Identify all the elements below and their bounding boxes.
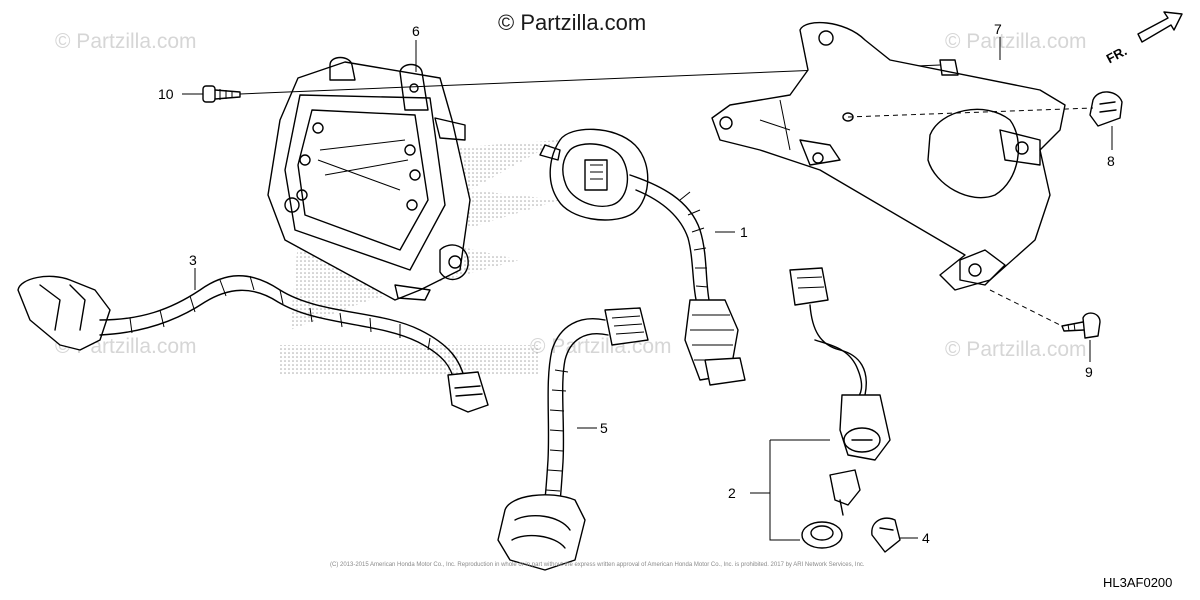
- part-7-meter-stay[interactable]: [711, 21, 1066, 291]
- callout-8: 8: [1107, 153, 1115, 169]
- part-4-key-cap[interactable]: [871, 517, 918, 553]
- part-9-bolt[interactable]: [989, 289, 1101, 362]
- watermark-tile: © Partzilla.com: [55, 30, 197, 53]
- part-8-clip-nut[interactable]: [842, 91, 1123, 150]
- part-1-socket-cord[interactable]: [539, 128, 746, 386]
- callout-2: 2: [728, 485, 736, 501]
- watermark-tile: © Partzilla.com: [945, 30, 1087, 53]
- callout-7: 7: [994, 21, 1002, 37]
- part-2-ignition-switch[interactable]: [750, 267, 891, 549]
- direction-label: FR.: [1104, 43, 1130, 66]
- diagram-code: HL3AF0200: [1103, 575, 1173, 590]
- callout-10: 10: [158, 86, 174, 102]
- front-direction-arrow: FR.: [1104, 11, 1183, 66]
- copyright-notice: (C) 2013-2015 American Honda Motor Co., …: [330, 562, 865, 568]
- callout-3: 3: [189, 252, 197, 268]
- callout-1: 1: [740, 224, 748, 240]
- part-5-harness[interactable]: [497, 307, 649, 571]
- watermark-tile: © Partzilla.com: [945, 338, 1087, 361]
- part-6-meter-housing[interactable]: [267, 56, 471, 301]
- callout-6: 6: [412, 23, 420, 39]
- callout-9: 9: [1085, 364, 1093, 380]
- part-3-harness[interactable]: [17, 268, 489, 413]
- callout-4: 4: [922, 530, 930, 546]
- callout-5: 5: [600, 420, 608, 436]
- watermark-main: © Partzilla.com: [498, 10, 647, 35]
